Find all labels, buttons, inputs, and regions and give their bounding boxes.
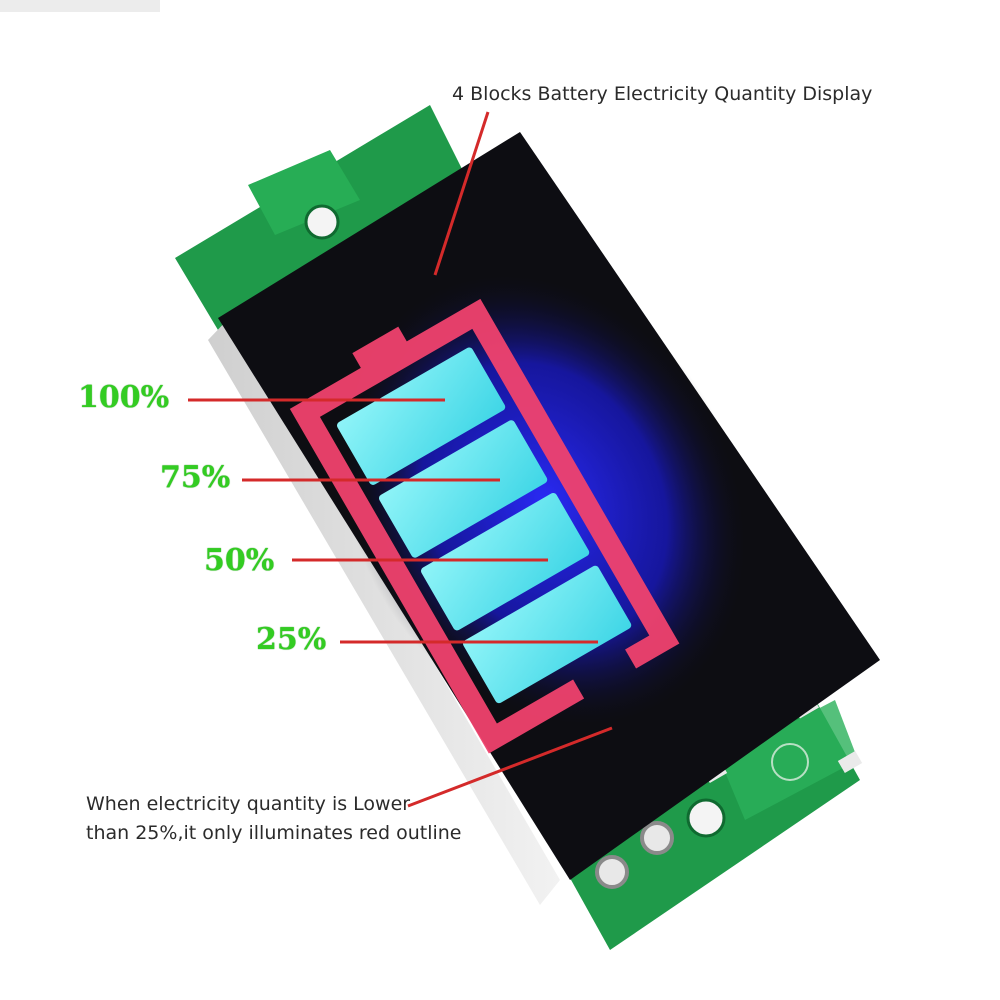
battery-block-75 [379, 420, 548, 558]
pointer-lines [188, 111, 613, 808]
pointer-title [433, 111, 490, 276]
battery-block-100 [337, 347, 506, 485]
mounting-hole-icon [686, 798, 726, 838]
title-annotation: 4 Blocks Battery Electricity Quantity Di… [452, 83, 873, 105]
pcb-board-top [175, 105, 470, 330]
battery-block-25 [463, 565, 632, 704]
level-label-25: 25% [256, 622, 327, 657]
level-label-75: 75% [160, 460, 231, 495]
low-battery-line-2: than 25%,it only illuminates red outline [86, 822, 462, 845]
pointer-outline [407, 726, 613, 808]
level-label-100: 100% [78, 380, 170, 415]
low-battery-line-1: When electricity quantity is Lower [86, 793, 411, 815]
battery-icon [289, 298, 680, 754]
battery-block-50 [421, 493, 590, 631]
level-label-50: 50% [204, 543, 275, 578]
display-side-edge [208, 315, 560, 905]
corner-thumbnail [0, 0, 160, 12]
mounting-hole-icon [304, 204, 340, 240]
low-battery-annotation: When electricity quantity is Lower than … [86, 790, 462, 849]
pcb-board-bottom [560, 690, 863, 950]
